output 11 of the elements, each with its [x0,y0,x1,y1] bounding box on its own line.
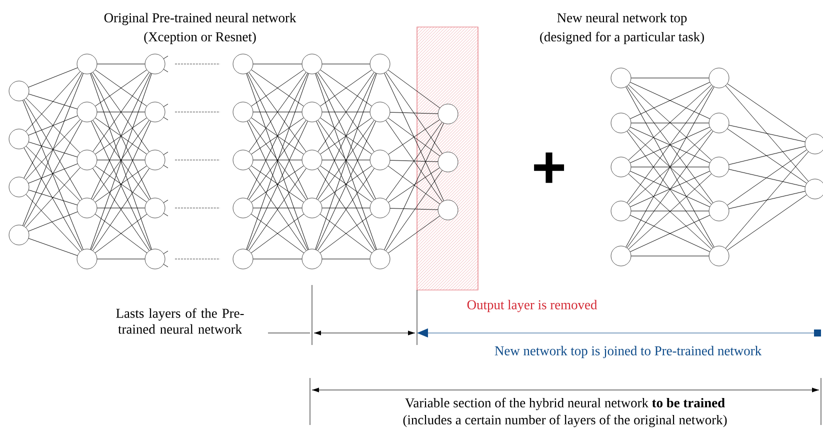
plus-sign: + [534,152,564,183]
subtitle: (Xception or Resnet) [144,32,256,44]
subtitle: (designed for a particular task) [540,32,704,44]
note-text: Variable section of the hybrid neural network to be trained [405,398,725,410]
title: Original Pre-trained neural network [104,12,296,26]
title: New neural network top [557,12,687,26]
note-text: Lasts layers of the Pre-trained neural network [116,308,244,334]
note-text: (includes a certain number of layers of the original network) [403,414,727,428]
note-text: Output layer is removed [467,300,598,312]
hatched-region [416,26,478,290]
note-text: New network top is joined to Pre-trained network [494,346,762,358]
